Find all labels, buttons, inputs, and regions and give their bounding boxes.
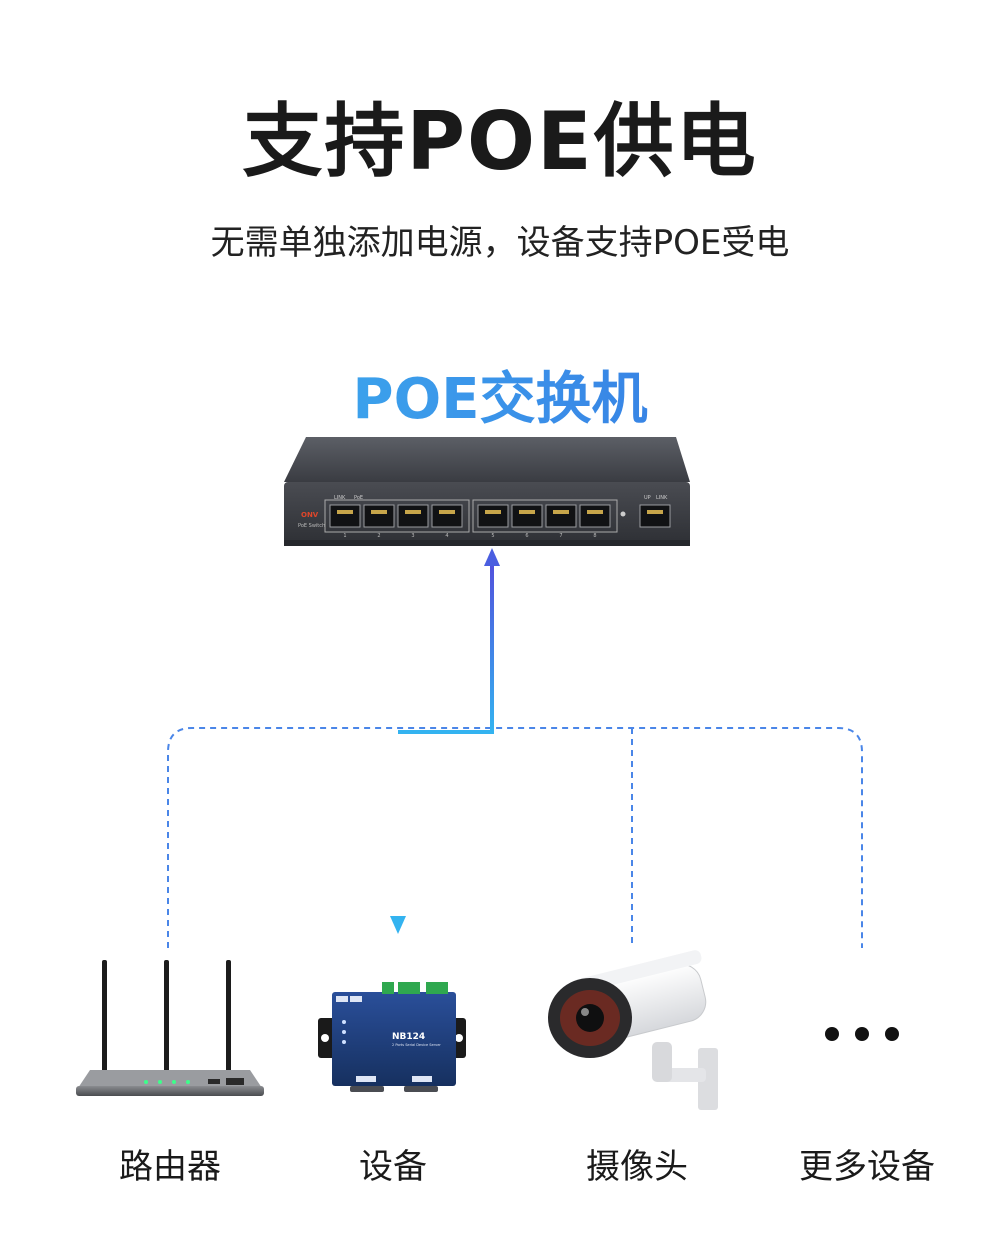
port-contacts (485, 510, 501, 514)
device-model-sub: 2 Ports Serial Device Server (392, 1043, 441, 1047)
switch-sub-brand: PoE Switch (298, 523, 325, 529)
ethernet-port-icon (477, 504, 509, 528)
device-label-camera: 摄像头 (586, 1147, 688, 1187)
power-flow-arrows (390, 548, 500, 934)
serial-device-server-icon: NB124 2 Ports Serial Device Server (318, 982, 466, 1092)
port-contacts (371, 510, 387, 514)
ethernet-port-icon (545, 504, 577, 528)
port-contacts (337, 510, 353, 514)
port-label-poe: PoE (354, 495, 363, 501)
port-number: 4 (445, 533, 448, 539)
port-contacts (519, 510, 535, 514)
device-label-router: 路由器 (119, 1147, 221, 1187)
more-dots-icon (825, 1027, 899, 1041)
port-contacts (587, 510, 603, 514)
arrow-down-icon (390, 916, 406, 934)
camera-icon (548, 950, 718, 1110)
router-icon (76, 960, 264, 1096)
port-number: 1 (343, 533, 346, 539)
ethernet-port-icon (511, 504, 543, 528)
port-contacts (405, 510, 421, 514)
switch-label: POE交换机 (0, 362, 1000, 438)
ethernet-port-icon (639, 504, 671, 528)
ethernet-port-icon (397, 504, 429, 528)
connection-bus (167, 727, 863, 948)
switch-brand: ONV (301, 511, 319, 519)
port-label-link: LINK (334, 495, 346, 501)
port-contacts (553, 510, 569, 514)
device-label-device: 设备 (359, 1147, 427, 1187)
port-number: 7 (559, 533, 562, 539)
port-number: 8 (593, 533, 596, 539)
arrow-up-icon (484, 548, 500, 566)
ethernet-port-icon (329, 504, 361, 528)
port-contacts (439, 510, 455, 514)
ethernet-port-icon (363, 504, 395, 528)
ethernet-port-icon (579, 504, 611, 528)
poe-switch-icon: ONV PoE Switch LINK PoE UP LINK 1 2 3 4 5 6 7 8 (284, 437, 690, 546)
ethernet-port-icon (431, 504, 463, 528)
port-contacts (647, 510, 663, 514)
port-label-uplink: LINK (656, 495, 668, 501)
ethernet-ports (329, 504, 671, 528)
port-label-up: UP (644, 495, 651, 501)
page-subtitle: 无需单独添加电源，设备支持POE受电 (210, 223, 790, 263)
device-model: NB124 (392, 1032, 425, 1042)
port-numbers: 1 2 3 4 5 6 7 8 (343, 533, 596, 539)
device-label-more: 更多设备 (799, 1147, 935, 1187)
page-title: 支持POE供电 (242, 95, 758, 188)
port-number: 3 (411, 533, 414, 539)
port-number: 6 (525, 533, 528, 539)
port-number: 2 (377, 533, 380, 539)
port-number: 5 (491, 533, 494, 539)
